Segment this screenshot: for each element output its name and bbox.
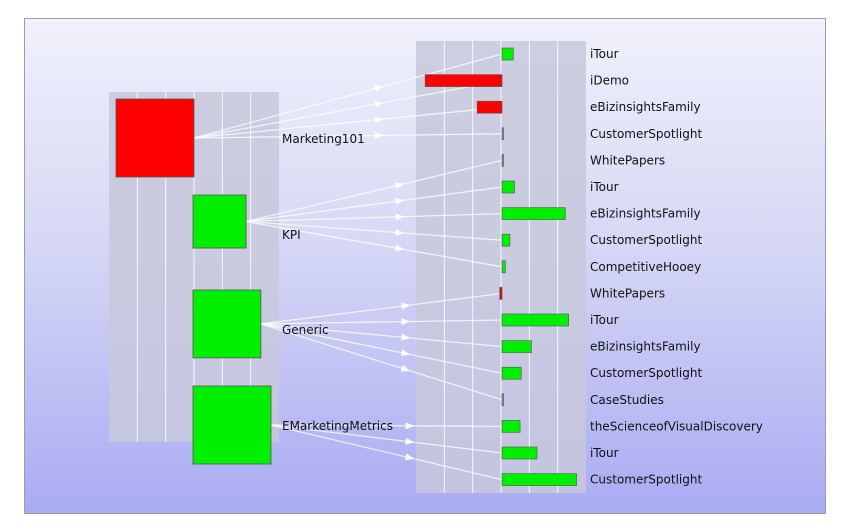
item-label: WhitePapers bbox=[590, 286, 665, 300]
value-bar bbox=[501, 47, 514, 61]
item-label: eBizinsightsFamily bbox=[590, 100, 701, 114]
connector-line bbox=[270, 424, 503, 481]
item-label: WhitePapers bbox=[590, 153, 665, 167]
value-bar bbox=[424, 74, 503, 87]
connector-line bbox=[260, 323, 503, 401]
item-label: CaseStudies bbox=[590, 393, 664, 407]
item-label: eBizinsightsFamily bbox=[590, 340, 701, 354]
value-bar bbox=[501, 260, 506, 274]
item-label: CustomerSpotlight bbox=[590, 233, 702, 247]
item-label: CustomerSpotlight bbox=[590, 127, 702, 141]
value-bar bbox=[501, 233, 511, 247]
group-label: KPI bbox=[282, 228, 301, 242]
value-bar bbox=[501, 180, 515, 194]
connector-line bbox=[260, 292, 503, 325]
value-bar bbox=[501, 473, 577, 486]
connector-arrow bbox=[401, 302, 411, 310]
connector-line bbox=[193, 53, 503, 139]
value-bar bbox=[476, 100, 503, 114]
connector-line bbox=[193, 106, 503, 139]
connector-line bbox=[260, 323, 503, 374]
value-bar bbox=[499, 287, 503, 300]
connector-line bbox=[245, 220, 503, 268]
connector-lines bbox=[193, 53, 503, 481]
connector-line bbox=[193, 79, 503, 139]
right-gridlines bbox=[443, 41, 559, 493]
value-bar bbox=[501, 366, 522, 380]
connector-arrow bbox=[395, 213, 405, 221]
item-label: CustomerSpotlight bbox=[590, 473, 702, 487]
connector-arrow bbox=[400, 364, 411, 372]
connector-arrow bbox=[401, 333, 411, 341]
item-label: CustomerSpotlight bbox=[590, 366, 702, 380]
value-bar bbox=[501, 446, 538, 460]
item-label: iDemo bbox=[590, 74, 629, 88]
connector-arrow bbox=[405, 422, 415, 430]
connector-line bbox=[193, 133, 503, 139]
connector-arrow bbox=[374, 132, 384, 140]
value-bar bbox=[501, 420, 521, 433]
connector-arrow bbox=[374, 85, 384, 93]
connector-arrow bbox=[395, 197, 405, 205]
connector-line bbox=[245, 186, 503, 223]
connector-arrow bbox=[401, 318, 411, 326]
connector-arrow bbox=[400, 349, 411, 357]
connector-line bbox=[270, 424, 503, 428]
group-box bbox=[192, 289, 262, 359]
connector-arrow bbox=[395, 228, 405, 236]
item-label: eBizinsightsFamily bbox=[590, 207, 701, 221]
connector-arrow bbox=[395, 244, 405, 252]
connector-arrow bbox=[374, 100, 384, 108]
value-bar bbox=[501, 393, 504, 407]
connector-arrows bbox=[374, 85, 415, 461]
item-label: theScienceofVisualDiscovery bbox=[590, 419, 763, 433]
group-box bbox=[192, 194, 247, 249]
group-box bbox=[192, 385, 272, 465]
value-bar bbox=[501, 313, 569, 327]
connector-line bbox=[245, 159, 503, 223]
connector-arrow bbox=[374, 116, 384, 124]
connector-line bbox=[246, 212, 503, 223]
item-label: iTour bbox=[590, 313, 619, 327]
connector-line bbox=[245, 220, 503, 241]
connector-line bbox=[260, 319, 503, 325]
value-bar bbox=[501, 154, 504, 167]
value-bar bbox=[501, 340, 532, 353]
item-label: CompetitiveHooey bbox=[590, 260, 701, 274]
connector-line bbox=[260, 323, 503, 348]
connector-arrow bbox=[394, 182, 405, 190]
item-label: iTour bbox=[590, 180, 619, 194]
connector-line bbox=[270, 424, 503, 454]
group-label: Generic bbox=[282, 323, 329, 337]
group-label: EMarketingMetrics bbox=[282, 419, 393, 433]
value-bar bbox=[501, 207, 566, 220]
connector-arrow bbox=[404, 453, 415, 461]
group-label: Marketing101 bbox=[282, 132, 365, 146]
item-label: iTour bbox=[590, 446, 619, 460]
group-box bbox=[115, 98, 195, 178]
value-bar bbox=[501, 127, 504, 141]
connector-arrow bbox=[405, 437, 415, 445]
item-label: iTour bbox=[590, 47, 619, 61]
